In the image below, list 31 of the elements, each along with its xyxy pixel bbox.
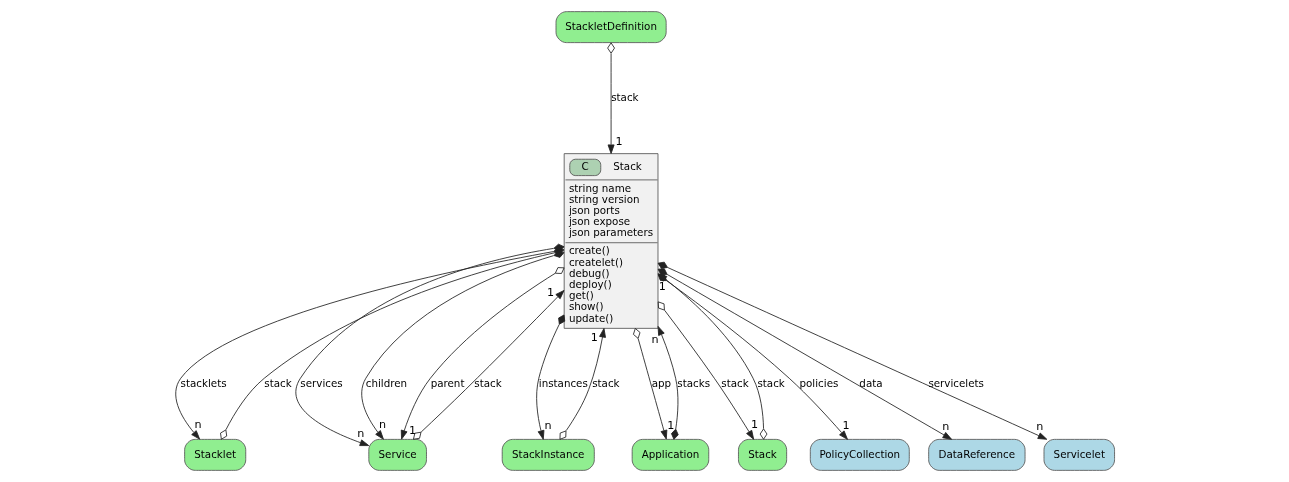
- label: 1: [666, 418, 674, 432]
- edge-label: data: [858, 376, 883, 389]
- edge-label: parent: [430, 376, 464, 389]
- label: 1: [750, 418, 758, 432]
- edge-label: stack: [756, 376, 785, 389]
- edge-label: instances: [538, 376, 588, 389]
- label: 1: [408, 423, 416, 437]
- edge-label: app: [651, 376, 671, 389]
- label: n: [941, 419, 949, 433]
- label: 1: [841, 418, 850, 432]
- edge-label: stack: [720, 376, 749, 389]
- label: n: [1035, 420, 1043, 434]
- label: n: [651, 332, 659, 346]
- edge-label: services: [299, 376, 343, 389]
- edge-label: stacks: [676, 376, 710, 389]
- edge-label: stack: [473, 376, 502, 389]
- edge-label: stack: [610, 90, 639, 103]
- label: 1: [546, 285, 554, 299]
- edge-label: stack: [263, 376, 292, 389]
- edge-label: servicelets: [927, 376, 984, 389]
- label: n: [356, 427, 364, 441]
- edge-label: children: [365, 376, 407, 389]
- label: n: [543, 419, 552, 433]
- label: n: [194, 418, 202, 432]
- edge-label: stack: [591, 376, 620, 389]
- edge-label: stacklets: [180, 376, 227, 389]
- label: n: [378, 418, 386, 432]
- label: 1: [614, 135, 623, 149]
- label: 1: [658, 279, 666, 293]
- edge-label: policies: [799, 376, 838, 389]
- label: 1: [590, 331, 598, 345]
